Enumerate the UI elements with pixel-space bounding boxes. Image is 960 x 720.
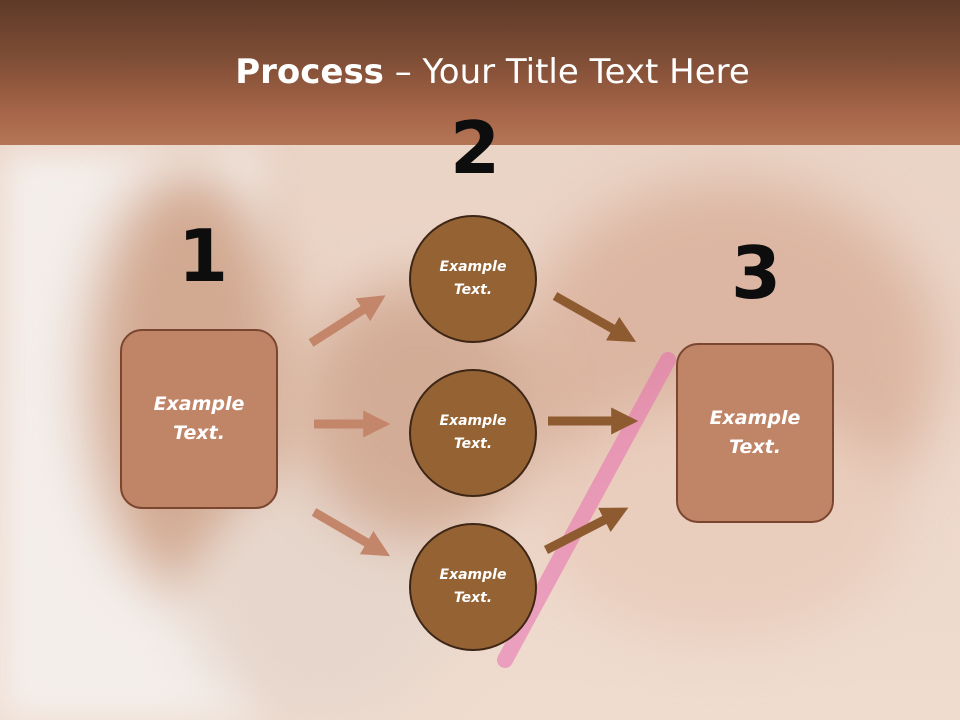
title-rest: – Your Title Text Here [383, 52, 750, 92]
right-box-line2: Text. [729, 436, 781, 458]
right-box-line1: Example [709, 407, 801, 429]
circle-1-line1: Example [439, 259, 507, 275]
title-bold: Process [235, 52, 384, 92]
title-bar [0, 0, 960, 145]
step-number-3: 3 [731, 231, 782, 315]
arrow-circle-1-to-right [552, 292, 637, 342]
circle-1-line2: Text. [453, 282, 493, 298]
step-number-1: 1 [178, 214, 229, 298]
circle-3-line2: Text. [453, 590, 493, 606]
circle-3-line1: Example [439, 567, 507, 583]
step-number-2: 2 [450, 106, 501, 190]
circle-2-line2: Text. [453, 436, 493, 452]
left-box-line2: Text. [173, 422, 225, 444]
arrow-left-to-circle-3 [311, 508, 391, 557]
left-box-line1: Example [153, 393, 245, 415]
arrow-circle-3-to-right [543, 507, 629, 555]
circle-2-line1: Example [439, 413, 507, 429]
arrow-left-to-circle-1 [308, 295, 386, 347]
slide-title: Process – Your Title Text Here [0, 52, 960, 92]
